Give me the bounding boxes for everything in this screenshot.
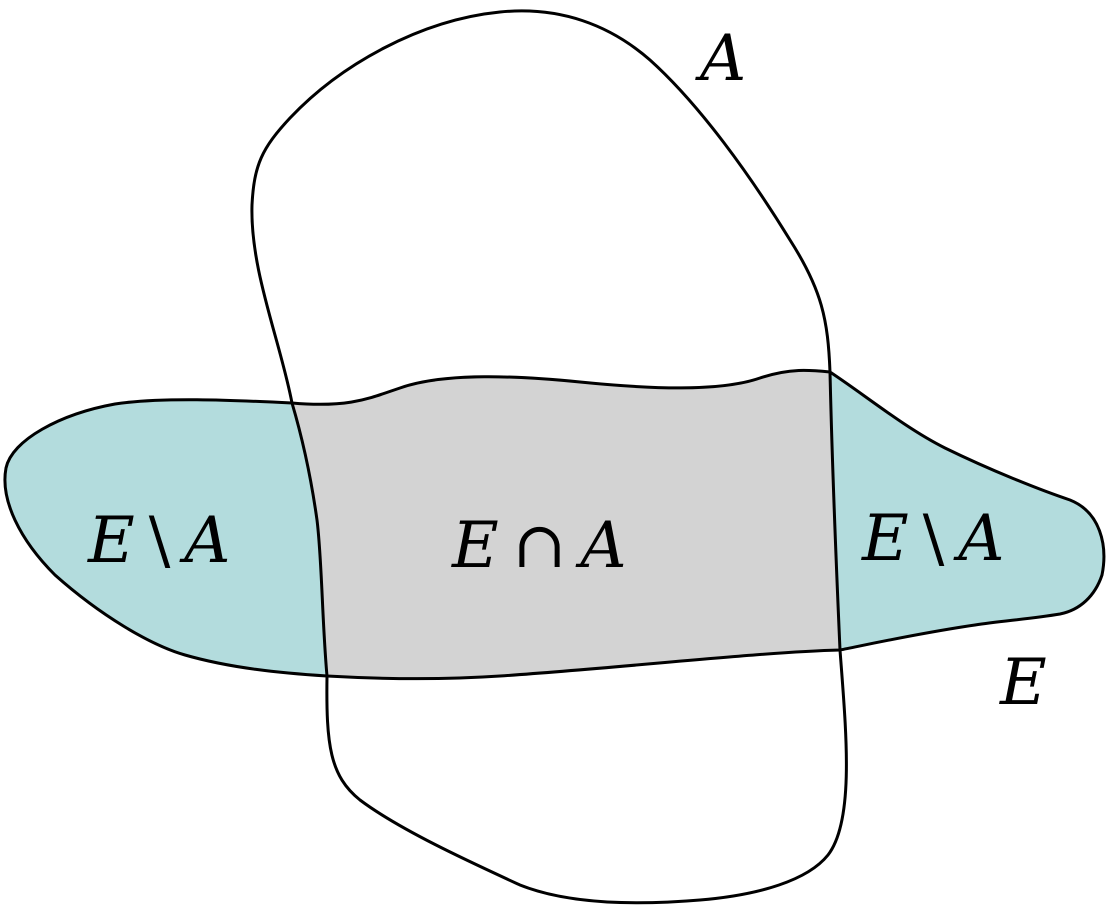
set-e-outline [3, 368, 1106, 681]
right-difference-rhs: A [953, 502, 1004, 576]
right-difference-region [830, 372, 1104, 650]
intersection-operator: ∩ [513, 509, 567, 583]
set-a-outline [250, 9, 848, 905]
intersection-lhs: E [451, 509, 499, 583]
left-difference-rhs: A [179, 504, 230, 578]
intersection-label: E∩A [451, 509, 627, 583]
intersection-rhs: A [575, 509, 626, 583]
right-difference-lhs: E [861, 502, 909, 576]
left-difference-operator: \ [149, 504, 171, 578]
set-a-label: A [695, 22, 746, 96]
left-difference-label: E\A [87, 504, 231, 578]
intersection-region [292, 370, 840, 679]
right-difference-label: E\A [861, 502, 1005, 576]
left-difference-lhs: E [87, 504, 135, 578]
right-difference-operator: \ [923, 502, 945, 576]
set-e-label: E [999, 646, 1047, 720]
left-difference-region [4, 399, 327, 676]
